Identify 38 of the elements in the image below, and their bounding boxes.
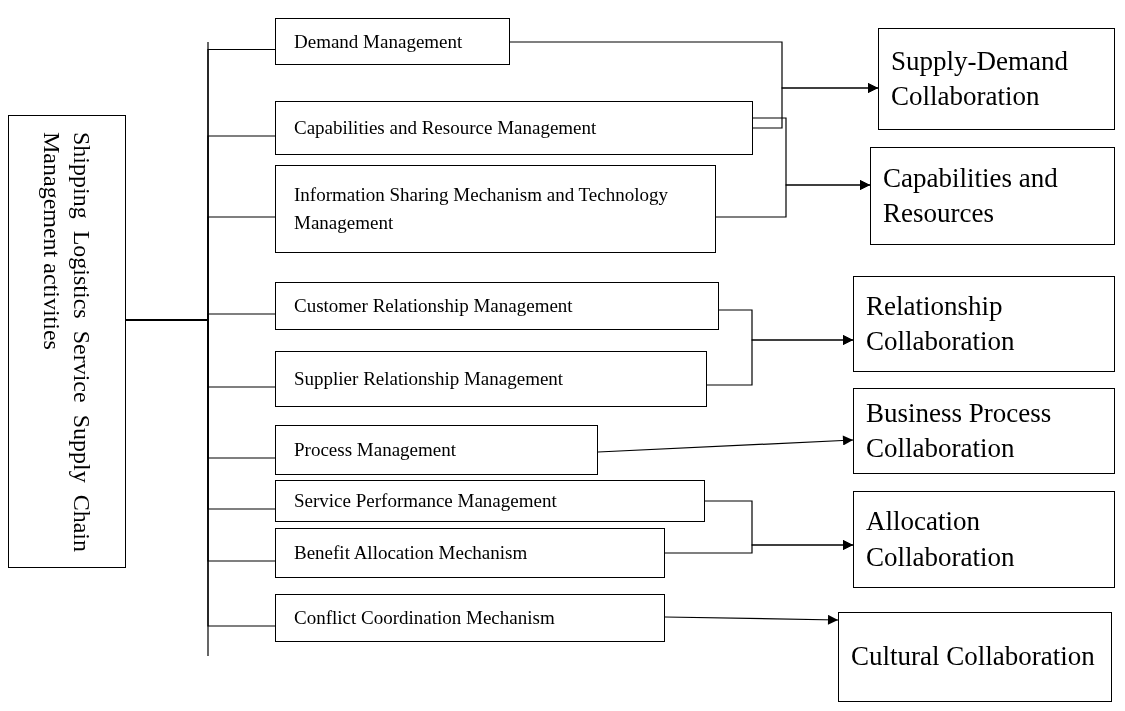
activity-box xyxy=(275,480,705,522)
activity-box xyxy=(275,18,510,65)
collaboration-box xyxy=(853,491,1115,588)
collaboration-box xyxy=(878,28,1115,130)
activity-box xyxy=(275,594,665,642)
arrow xyxy=(664,614,839,625)
box-label: Capabilities and Resources xyxy=(883,161,1059,230)
box-label: Supply-Demand Collaboration xyxy=(891,44,1069,113)
activity-box xyxy=(275,165,716,253)
collaboration-box xyxy=(853,276,1115,372)
box-label: Benefit Allocation Mechanism xyxy=(294,541,528,566)
box-label: Cultural Collaboration xyxy=(851,640,1095,674)
collaboration-box xyxy=(870,147,1115,245)
box-label: Capabilities and Resource Management xyxy=(294,116,597,141)
box-label: Relationship Collaboration xyxy=(866,289,1016,358)
activity-box xyxy=(275,101,753,155)
vertical-label: Shipping Logistics Service Supply Chain Management activities xyxy=(38,131,96,552)
box-label: Service Performance Management xyxy=(294,489,557,514)
box-label: Allocation Collaboration xyxy=(866,505,1016,574)
activity-box xyxy=(275,425,598,475)
box-label: Customer Relationship Management xyxy=(294,294,573,319)
box-label: Process Management xyxy=(294,438,456,463)
box-label: Information Sharing Mechanism and Technology Management xyxy=(294,183,670,235)
arrow xyxy=(752,83,879,129)
root-box xyxy=(8,115,126,568)
activity-box xyxy=(275,351,707,407)
arrow xyxy=(715,180,871,218)
activity-box xyxy=(275,282,719,330)
box-label: Supplier Relationship Management xyxy=(294,367,564,392)
arrow xyxy=(597,435,854,453)
collaboration-box xyxy=(853,388,1115,474)
box-label: Conflict Coordination Mechanism xyxy=(294,606,555,631)
box-label: Business Process Collaboration xyxy=(866,396,1053,465)
activity-box xyxy=(275,528,665,578)
arrow xyxy=(664,540,854,554)
arrow xyxy=(706,335,854,386)
box-label: Demand Management xyxy=(294,29,463,54)
collaboration-box xyxy=(838,612,1112,702)
